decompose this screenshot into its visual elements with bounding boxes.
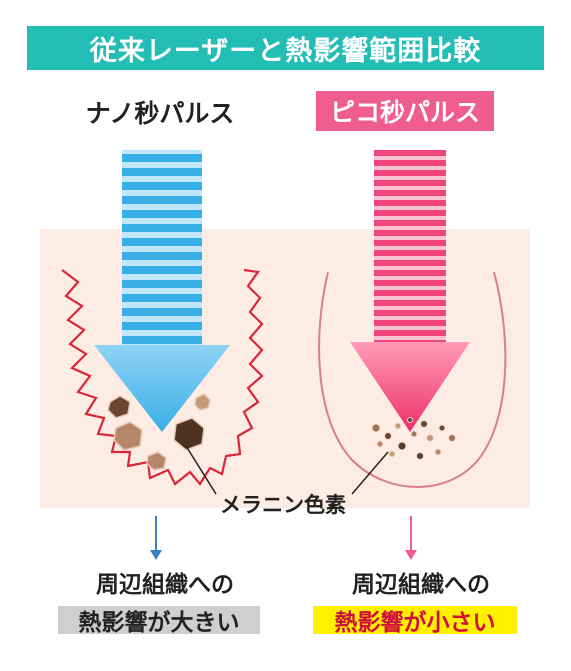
- nano-caption-line1: 周辺組織への: [96, 572, 234, 598]
- melanin-particle: [384, 432, 392, 440]
- nano-arrow-shaft: [122, 150, 202, 345]
- nano-heat-zone-zigzag: [61, 268, 264, 486]
- pico-caption-line2: 熱影響が小さい: [334, 610, 496, 636]
- melanin-particle: [397, 441, 407, 451]
- pico-caption-highlight: 熱影響が小さい: [313, 606, 517, 636]
- melanin-particle: [407, 417, 413, 423]
- nano-result-arrow-head: [150, 550, 162, 560]
- melanin-particle: [416, 452, 424, 460]
- nano-arrow-head: [94, 345, 230, 432]
- pico-arrow-head: [350, 342, 470, 432]
- pico-melanin-particles: [371, 417, 456, 460]
- melanin-label: メラニン色素: [220, 493, 346, 517]
- melanin-particle: [371, 423, 381, 433]
- melanin-particle: [376, 440, 384, 448]
- melanin-particle: [426, 434, 434, 442]
- melanin-particle: [194, 393, 211, 411]
- melanin-particle: [394, 422, 402, 430]
- title-banner: 従来レーザーと熱影響範囲比較: [27, 26, 544, 70]
- pico-caption-line1: 周辺組織への: [352, 572, 490, 598]
- pico-pulse-label-text: ピコ秒パルス: [329, 98, 480, 127]
- nano-caption-line2: 熱影響が大きい: [78, 610, 240, 636]
- melanin-particle: [113, 421, 143, 451]
- melanin-particle: [107, 395, 131, 419]
- pico-result-arrow-head: [405, 550, 417, 560]
- nano-pulse-label: ナノ秒パルス: [85, 99, 235, 128]
- melanin-particle: [410, 430, 418, 438]
- pico-arrow-shaft: [374, 150, 446, 342]
- nano-caption-highlight: 熱影響が大きい: [58, 606, 260, 636]
- melanin-leader-right: [351, 451, 389, 495]
- melanin-particle: [420, 420, 428, 428]
- melanin-particle: [146, 451, 167, 471]
- nano-melanin-particles: [107, 393, 211, 471]
- melanin-particle: [448, 434, 456, 442]
- melanin-particle: [434, 448, 442, 456]
- melanin-leader-left: [185, 445, 217, 495]
- pico-pulse-label: ピコ秒パルス: [316, 91, 494, 131]
- title-text: 従来レーザーと熱影響範囲比較: [89, 35, 482, 67]
- melanin-particle: [388, 450, 396, 458]
- pico-heat-zone-outline: [318, 271, 507, 488]
- melanin-particle: [173, 417, 205, 451]
- melanin-particle: [438, 424, 446, 432]
